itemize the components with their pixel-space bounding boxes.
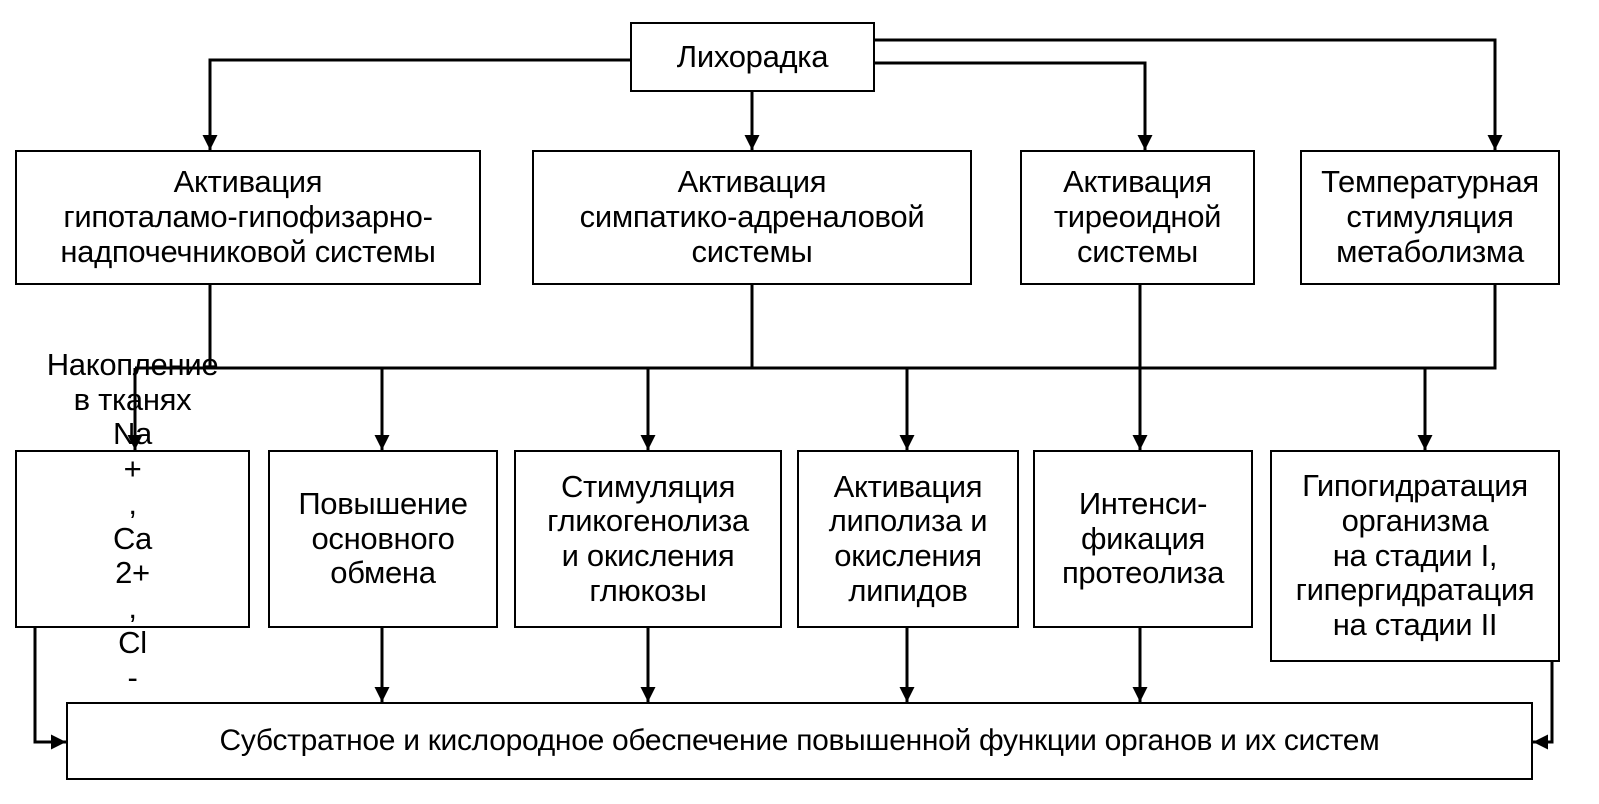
glycogenolysis-label: Стимуляция гликогенолиза и окисления глю… [547,468,749,608]
box-glycogenolysis: Стимуляция гликогенолиза и окисления глю… [514,450,782,628]
thyroid-label: Активация тиреоидной системы [1053,164,1222,269]
arrow-accumulation-to-bottom [33,628,66,750]
arrow-hydration-to-bottom [1533,662,1554,750]
thermal-label: Температурная стимуляция метаболизма [1321,164,1539,269]
proteolysis-label: Интенси- фикация протеолиза [1061,485,1225,591]
lipolysis-label: Активация липолиза и окисления липидов [828,468,988,608]
sympathoadrenal-label: Активация симпатико-адреналовой системы [579,164,925,269]
root-box-fever: Лихорадка [630,22,875,92]
box-thermal-stimulation: Температурная стимуляция метаболизма [1300,150,1560,285]
box-sympathoadrenal-activation: Активация симпатико-адреналовой системы [532,150,972,285]
bottom-label: Субстратное и кислородное обеспечение по… [219,724,1380,758]
basal-metabolism-label: Повышение основного обмена [298,485,468,591]
box-lipolysis: Активация липолиза и окисления липидов [797,450,1019,628]
box-hpa-activation: Активация гипоталамо-гипофизарно- надпоч… [15,150,481,285]
ion-accumulation-label: Накопление в тканях Na+, Ca2+, Cl- и др. [46,347,219,729]
box-proteolysis: Интенси- фикация протеолиза [1033,450,1253,628]
arrow-root-to-thermal [875,38,1503,150]
box-thyroid-activation: Активация тиреоидной системы [1020,150,1255,285]
arrow-root-to-hpa [202,58,630,150]
box-ion-accumulation: Накопление в тканях Na+, Ca2+, Cl- и др. [15,347,250,729]
arrow-root-to-thyroid [875,61,1153,150]
hydration-label: Гипогидратация организма на стадии I, ги… [1295,468,1535,643]
hpa-label: Активация гипоталамо-гипофизарно- надпоч… [60,164,436,269]
box-hydration: Гипогидратация организма на стадии I, ги… [1270,450,1560,662]
root-label: Лихорадка [676,38,829,74]
box-substrate-oxygen-supply: Субстратное и кислородное обеспечение по… [66,702,1533,780]
box-basal-metabolism: Повышение основного обмена [268,450,498,628]
